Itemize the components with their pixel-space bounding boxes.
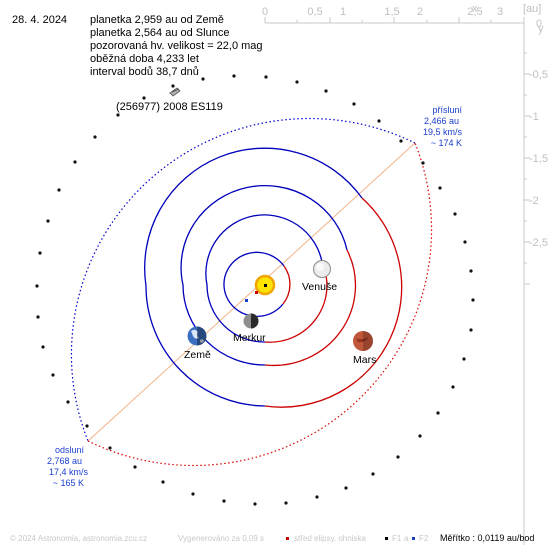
x-axis-letter: x bbox=[472, 3, 478, 15]
perihelion-distance: 2,466 au bbox=[424, 116, 459, 126]
ellipse-center-marker bbox=[255, 291, 258, 294]
footer-center-legend: střed elipsy, ohniska bbox=[294, 534, 366, 543]
aphelion-temp: ~ 165 K bbox=[53, 478, 84, 488]
date-label: 28. 4. 2024 bbox=[12, 14, 67, 26]
mars-planet bbox=[353, 331, 373, 351]
earth-label: Země bbox=[184, 349, 211, 361]
info-line: planetka 2,959 au od Země bbox=[90, 14, 224, 26]
aphelion-title: odsluní bbox=[55, 445, 85, 455]
legend-f2-marker bbox=[412, 537, 415, 540]
y-tick-label: -2,5 bbox=[529, 237, 548, 249]
x-tick-label: 1 bbox=[340, 6, 346, 18]
planet-orbits bbox=[144, 147, 403, 408]
footer-copyright: © 2024 Astronomia, astronomia.zcu.cz bbox=[10, 534, 147, 543]
y-tick-label: -0,5 bbox=[529, 69, 548, 81]
y-tick-label: -1 bbox=[529, 111, 539, 123]
aphelion-speed: 17,4 km/s bbox=[49, 467, 89, 477]
legend-f1-marker bbox=[385, 537, 388, 540]
x-tick-label: 1,5 bbox=[384, 6, 399, 18]
mercury-planet bbox=[243, 313, 259, 329]
mars-label: Mars bbox=[353, 354, 376, 366]
footer-f2: F2 bbox=[419, 534, 429, 543]
apsides-line bbox=[87, 142, 416, 442]
axis-unit: [au] bbox=[523, 3, 541, 15]
y-scale-axis bbox=[523, 23, 530, 545]
perihelion-temp: ~ 174 K bbox=[431, 138, 462, 148]
sun bbox=[254, 274, 276, 296]
footer-scale: Měřítko : 0,0119 au/bod bbox=[440, 533, 534, 543]
y-tick-label: -2 bbox=[529, 195, 539, 207]
venus-planet bbox=[313, 260, 331, 278]
x-scale-axis bbox=[264, 17, 525, 24]
info-line: oběžná doba 4,233 let bbox=[90, 53, 199, 65]
x-tick-label: 2 bbox=[417, 6, 423, 18]
x-tick-label: 0,5 bbox=[307, 6, 322, 18]
focus-f2-marker bbox=[245, 299, 248, 302]
y-axis-letter: y bbox=[538, 23, 544, 35]
object-name: (256977) 2008 ES119 bbox=[116, 101, 223, 113]
legend-center-marker bbox=[286, 537, 289, 540]
mercury-label: Merkur bbox=[233, 332, 266, 344]
perihelion-speed: 19,5 km/s bbox=[423, 127, 463, 137]
earth-planet bbox=[187, 326, 207, 346]
footer-generated: Vygenerováno za 0,09 s bbox=[178, 534, 264, 543]
footer-f1: F1 bbox=[392, 534, 402, 543]
info-line: interval bodů 38,7 dnů bbox=[90, 66, 199, 78]
perihelion-title: přísluní bbox=[432, 105, 462, 115]
x-tick-label: 0 bbox=[262, 6, 268, 18]
asteroid-orbit bbox=[35, 74, 475, 506]
aphelion-distance: 2,768 au bbox=[47, 456, 82, 466]
y-tick-label: -1,5 bbox=[529, 153, 548, 165]
footer-and: a bbox=[404, 534, 409, 543]
venus-label: Venuše bbox=[302, 281, 337, 293]
y-tick-label: 0 bbox=[536, 18, 542, 30]
info-line: pozorovaná hv. velikost = 22,0 mag bbox=[90, 40, 263, 52]
x-tick-label: 3 bbox=[497, 6, 503, 18]
asteroid-marker bbox=[169, 87, 181, 97]
x-tick-label: 2,5 bbox=[467, 6, 482, 18]
info-line: planetka 2,564 au od Slunce bbox=[90, 27, 229, 39]
